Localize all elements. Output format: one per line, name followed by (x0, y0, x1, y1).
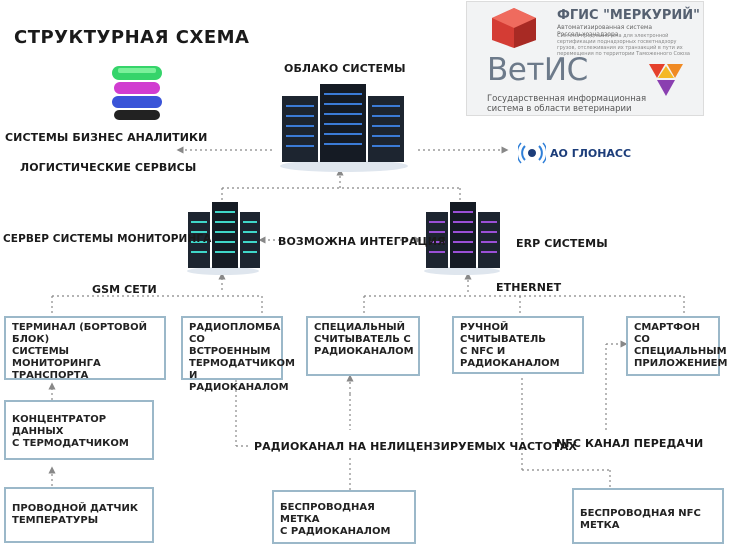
special-reader-text: СПЕЦИАЛЬНЫЙ СЧИТЫВАТЕЛЬ С РАДИОКАНАЛОМ (314, 322, 414, 357)
cloud-label: ОБЛАКО СИСТЕМЫ (284, 62, 406, 75)
wireless-tag-box: БЕСПРОВОДНАЯ МЕТКА С РАДИОКАНАЛОМ (272, 490, 416, 544)
smartphone-text: СМАРТФОН СО СПЕЦИАЛЬНЫМ ПРИЛОЖЕНИЕМ (634, 322, 728, 369)
wired-sensor-box: ПРОВОДНОЙ ДАТЧИК ТЕМПЕРАТУРЫ (4, 487, 154, 543)
erp-label: ERP СИСТЕМЫ (516, 237, 608, 250)
ethernet-label: ETHERNET (496, 281, 562, 294)
analytics-layers-icon (112, 66, 162, 120)
vetis-emblem-icon (649, 64, 683, 96)
wired-sensor-text: ПРОВОДНОЙ ДАТЧИК ТЕМПЕРАТУРЫ (12, 503, 139, 526)
mercury-subtitle: Автоматизированная система Россельхознад… (557, 24, 653, 38)
erp-server-icon (424, 202, 500, 275)
concentrator-box: КОНЦЕНТРАТОР ДАННЫХ С ТЕРМОДАТЧИКОМ (4, 400, 154, 460)
business-analytics-label: СИСТЕМЫ БИЗНЕС АНАЛИТИКИ (5, 131, 208, 144)
cloud-server-icon (280, 84, 408, 172)
wireless-tag-text: БЕСПРОВОДНАЯ МЕТКА С РАДИОКАНАЛОМ (280, 502, 391, 537)
mercury-cube-icon (492, 8, 536, 48)
glonass-label: АО ГЛОНАСС (550, 147, 632, 160)
gsm-label: GSM СЕТИ (92, 283, 157, 296)
glonass-signal-icon (518, 142, 546, 164)
nfc-tag-text: БЕСПРОВОДНАЯ NFC МЕТКА (580, 508, 701, 531)
logistics-label: ЛОГИСТИЧЕСКИЕ СЕРВИСЫ (20, 161, 197, 174)
smartphone-box: СМАРТФОН СО СПЕЦИАЛЬНЫМ ПРИЛОЖЕНИЕМ (626, 316, 728, 376)
vetis-description: Государственная информационная система в… (487, 94, 647, 114)
hand-reader-box: РУЧНОЙ СЧИТЫВАТЕЛЬ С NFC И РАДИОКАНАЛОМ (452, 316, 584, 374)
mercury-title: ФГИС "МЕРКУРИЙ" (557, 8, 700, 23)
radio-seal-text: РАДИОПЛОМБА СО ВСТРОЕННЫМ ТЕРМОДАТЧИКОМ … (189, 322, 295, 393)
monitoring-server-label: СЕРВЕР СИСТЕМЫ МОНИТОРИНГА (3, 233, 212, 245)
radio-seal-box: РАДИОПЛОМБА СО ВСТРОЕННЫМ ТЕРМОДАТЧИКОМ … (181, 316, 295, 393)
hand-reader-text: РУЧНОЙ СЧИТЫВАТЕЛЬ С NFC И РАДИОКАНАЛОМ (460, 322, 560, 369)
terminal-text: ТЕРМИНАЛ (БОРТОВОЙ БЛОК) СИСТЕМЫ МОНИТОР… (12, 322, 148, 381)
mercury-description: Система предназначена для электронной се… (557, 33, 690, 57)
terminal-box: ТЕРМИНАЛ (БОРТОВОЙ БЛОК) СИСТЕМЫ МОНИТОР… (4, 316, 166, 381)
concentrator-text: КОНЦЕНТРАТОР ДАННЫХ С ТЕРМОДАТЧИКОМ (12, 414, 129, 449)
radio-channel-label: РАДИОКАНАЛ НА НЕЛИЦЕНЗИРУЕМЫХ ЧАСТОТАХ (254, 440, 578, 453)
nfc-tag-box: БЕСПРОВОДНАЯ NFC МЕТКА (572, 488, 724, 544)
monitoring-server-icon (187, 202, 260, 275)
integration-label: ВОЗМОЖНА ИНТЕГРАЦИЯ (278, 235, 446, 248)
mercury-vetis-card: ФГИС "МЕРКУРИЙ" Автоматизированная систе… (466, 1, 704, 116)
vetis-logo-text: ВетИС (487, 52, 588, 88)
diagram-title: СТРУКТУРНАЯ СХЕМА (14, 27, 250, 48)
special-reader-box: СПЕЦИАЛЬНЫЙ СЧИТЫВАТЕЛЬ С РАДИОКАНАЛОМ (306, 316, 420, 376)
nfc-channel-label: NFC КАНАЛ ПЕРЕДАЧИ (556, 437, 704, 450)
